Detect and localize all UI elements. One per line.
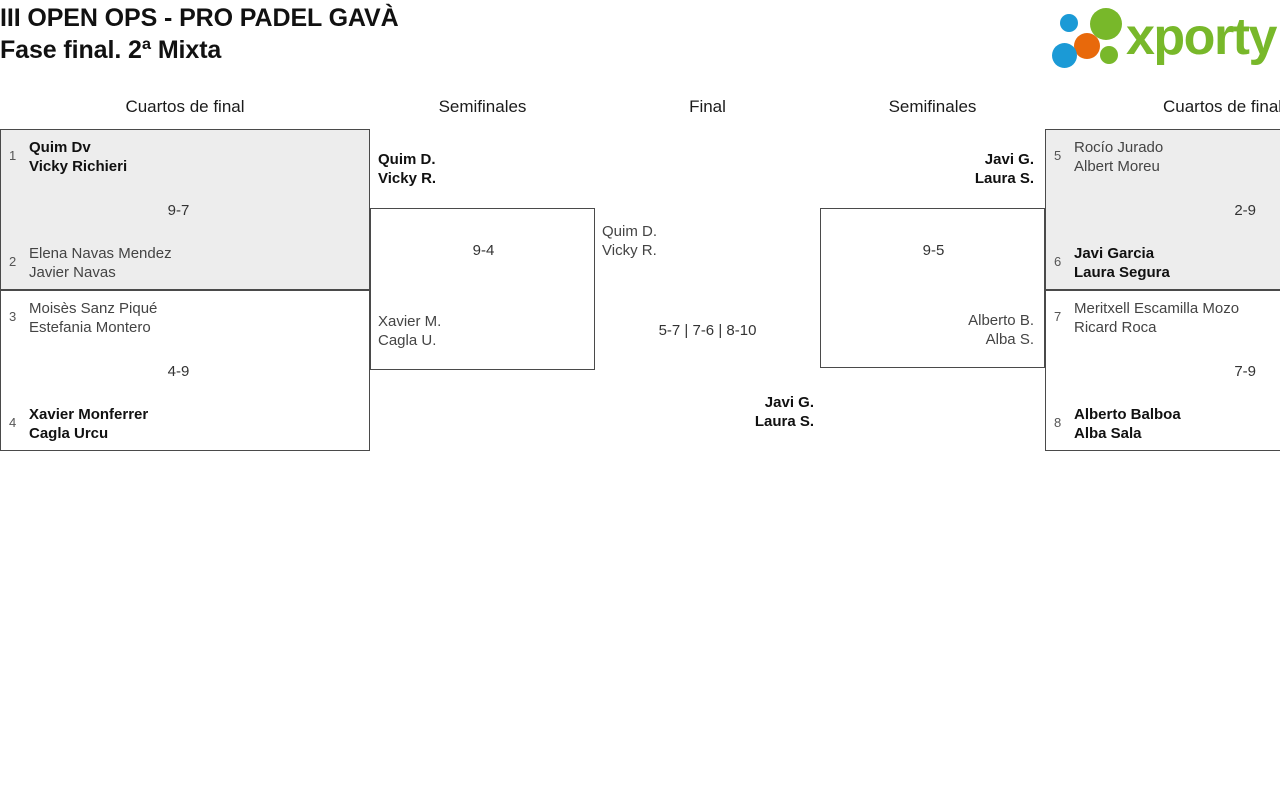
team-entry[interactable]: Moisès Sanz Piqué Estefania Montero [29,299,157,337]
page-header: III OPEN OPS - PRO PADEL GAVÀ Fase final… [0,0,1280,90]
player-name: Alba Sala [1074,425,1142,442]
match-box-qf3[interactable]: 5 Rocío Jurado Albert Moreu 6 Javi Garci… [1045,129,1280,290]
player-name: Cagla U. [378,332,437,349]
player-name: Javi G. [764,394,814,411]
page-title: III OPEN OPS - PRO PADEL GAVÀ Fase final… [0,2,399,66]
team-entry[interactable]: Alberto Balboa Alba Sala [1074,405,1181,443]
player-name: Cagla Urcu [29,425,109,442]
logo-dots-icon [1048,6,1126,68]
match-box-qf4[interactable]: 7 Meritxell Escamilla Mozo Ricard Roca 8… [1045,290,1280,451]
player-name: Vicky R. [602,242,657,259]
seed-number: 5 [1054,148,1062,163]
player-name: Meritxell Escamilla Mozo [1074,300,1240,317]
player-name: Xavier Monferrer [29,406,149,423]
player-name: Javier Navas [29,264,116,281]
team-entry-final-top[interactable]: Quim D. Vicky R. [602,222,657,260]
seed-number: 1 [9,148,17,163]
player-name: Laura S. [754,413,814,430]
match-box-qf2[interactable]: 3 Moisès Sanz Piqué Estefania Montero 4 … [0,290,370,451]
player-name: Quim D. [378,151,436,168]
player-name: Estefania Montero [29,319,151,336]
team-entry[interactable]: Elena Navas Mendez Javier Navas [29,244,172,282]
player-name: Alba S. [985,331,1034,348]
seed-number: 3 [9,309,17,324]
player-name: Quim Dv [29,139,91,156]
player-name: Ricard Roca [1074,319,1157,336]
seed-number: 7 [1054,309,1062,324]
player-name: Javi Garcia [1074,245,1155,262]
round-header-quarterfinals-right: Cuartos de final [1163,97,1280,116]
player-name: Albert Moreu [1074,158,1160,175]
round-header-semifinals-left: Semifinales [438,97,527,116]
match-score: 4-9 [167,363,190,380]
round-header-semifinals-right: Semifinales [888,97,977,116]
team-entry-final-bottom[interactable]: Javi G. Laura S. [602,393,814,431]
match-score: 9-5 [922,242,945,259]
team-entry[interactable]: Quim D. Vicky R. [378,150,436,188]
team-entry[interactable]: Xavier M. Cagla U. [378,312,441,350]
logo-dot-orange-icon [1074,33,1100,59]
seed-number: 6 [1054,254,1062,269]
team-entry[interactable]: Alberto B. Alba S. [821,311,1034,349]
logo-dot-blue-top-icon [1060,14,1078,32]
logo-dot-blue-bottom-icon [1052,43,1077,68]
player-name: Rocío Jurado [1074,139,1164,156]
player-name: Alberto Balboa [1074,406,1181,423]
player-name: Quim D. [602,223,658,240]
team-entry[interactable]: Meritxell Escamilla Mozo Ricard Roca [1074,299,1239,337]
xporty-logo[interactable]: xporty [1048,6,1277,68]
player-name: Alberto B. [968,312,1034,329]
match-score: 9-4 [472,242,495,259]
player-name: Laura Segura [1074,264,1170,281]
tournament-phase: Fase final. 2ª Mixta [0,36,222,64]
player-name: Elena Navas Mendez [29,245,172,262]
player-name: Javi G. [984,151,1034,168]
match-box-semifinal-right[interactable]: Javi G. Laura S. Alberto B. Alba S. 9-5 [820,151,1045,368]
match-score: 7-9 [1234,363,1256,380]
match-score-final: 5-7 | 7-6 | 8-10 [658,322,757,339]
team-entry[interactable]: Quim Dv Vicky Richieri [29,138,127,176]
player-name: Vicky R. [378,170,437,187]
logo-dot-green-small-icon [1100,46,1118,64]
round-header-quarterfinals-left: Cuartos de final [125,97,245,116]
player-name: Moisès Sanz Piqué [29,300,158,317]
player-name: Laura S. [974,170,1034,187]
tournament-name: III OPEN OPS - PRO PADEL GAVÀ [0,4,399,32]
match-box-semifinal-left[interactable]: Quim D. Vicky R. Xavier M. Cagla U. 9-4 [370,151,595,370]
player-name: Vicky Richieri [29,158,128,175]
logo-wordmark: xporty [1126,8,1277,66]
seed-number: 2 [9,254,17,269]
match-score: 9-7 [167,202,190,219]
match-box-qf1[interactable]: 1 Quim Dv Vicky Richieri 2 Elena Navas M… [0,129,370,290]
team-entry[interactable]: Javi G. Laura S. [821,150,1034,188]
team-entry[interactable]: Rocío Jurado Albert Moreu [1074,138,1163,176]
seed-number: 8 [1054,415,1062,430]
team-entry[interactable]: Xavier Monferrer Cagla Urcu [29,405,148,443]
seed-number: 4 [9,415,17,430]
round-header-final: Final [689,97,726,116]
team-entry[interactable]: Javi Garcia Laura Segura [1074,244,1170,282]
player-name: Xavier M. [378,313,442,330]
logo-dot-green-large-icon [1090,8,1122,40]
match-score: 2-9 [1234,202,1256,219]
